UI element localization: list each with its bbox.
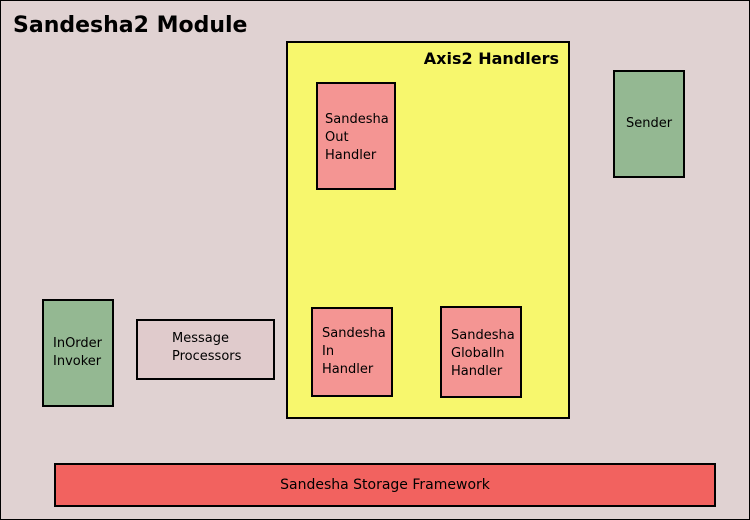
storage-framework-box: Sandesha Storage Framework bbox=[54, 463, 716, 507]
message-processors-label: Message Processors bbox=[172, 331, 242, 364]
sandesha-out-handler: Sandesha Out Handler bbox=[316, 82, 396, 190]
axis2-handlers-title: Axis2 Handlers bbox=[423, 49, 559, 68]
out-handler-label: Sandesha Out Handler bbox=[325, 112, 389, 163]
inorder-invoker-box: InOrder Invoker bbox=[42, 299, 114, 407]
sender-box: Sender bbox=[613, 70, 685, 178]
sandesha-in-handler: Sandesha In Handler bbox=[311, 307, 393, 397]
inorder-invoker-label: InOrder Invoker bbox=[53, 336, 103, 369]
storage-framework-label: Sandesha Storage Framework bbox=[280, 477, 490, 493]
globalin-handler-label: Sandesha GlobalIn Handler bbox=[451, 328, 515, 379]
message-processors-box: Message Processors bbox=[136, 319, 275, 380]
sender-label: Sender bbox=[625, 116, 673, 131]
in-handler-label: Sandesha In Handler bbox=[322, 326, 386, 377]
module-title: Sandesha2 Module bbox=[13, 13, 248, 38]
sandesha-globalin-handler: Sandesha GlobalIn Handler bbox=[440, 306, 522, 398]
